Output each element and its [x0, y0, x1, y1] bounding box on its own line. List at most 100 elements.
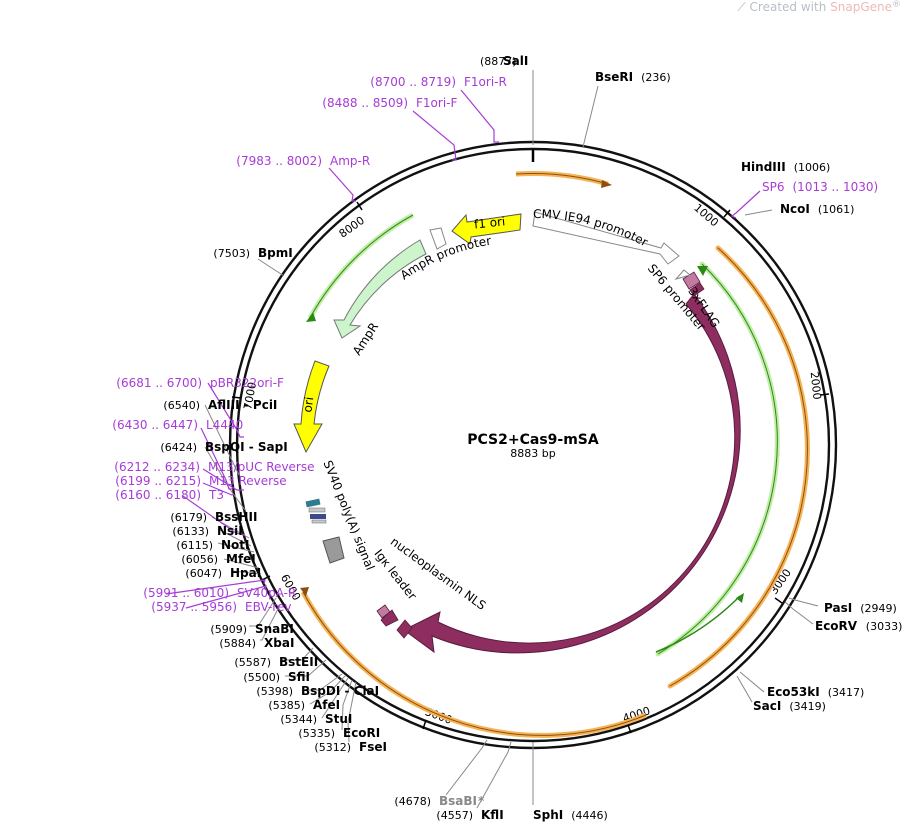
restriction-site[interactable]: (6115)NotI: [176, 538, 249, 552]
site-position: (5398): [256, 685, 293, 698]
site-name: BpmI: [258, 246, 293, 260]
restriction-site[interactable]: (6047)HpaI: [185, 566, 261, 580]
primer-name: Amp-R: [330, 154, 370, 168]
primer-label[interactable]: (5937 .. 5956)EBV-rev: [151, 600, 291, 614]
primer-range: (5991 .. 6010): [143, 586, 229, 600]
restriction-site[interactable]: (5398)BspDI - ClaI: [256, 684, 379, 698]
primer-label[interactable]: SP6(1013 .. 1030): [762, 180, 878, 194]
site-name: PasI: [824, 601, 852, 615]
orf-arcs: [300, 170, 810, 738]
feature-f1-ori[interactable]: f1 ori: [451, 213, 522, 245]
primer-label[interactable]: (6160 .. 6180)T3: [115, 488, 224, 502]
feature-cmv-promoter[interactable]: [532, 211, 680, 265]
restriction-site[interactable]: SphI(4446): [533, 808, 608, 822]
site-position: (6115): [176, 539, 213, 552]
site-position: (7503): [213, 247, 250, 260]
feature-3xflag[interactable]: [682, 271, 705, 297]
site-position: (5909): [210, 623, 247, 636]
watermark-prefix: Created with: [749, 0, 831, 14]
site-name: SalI: [503, 54, 528, 68]
primer-label[interactable]: (5991 .. 6010) SV40pA-R: [143, 586, 296, 600]
restriction-site[interactable]: Eco53kI(3417): [767, 685, 864, 699]
restriction-site[interactable]: NcoI(1061): [780, 202, 854, 216]
feature-nucleoplasmin-nls[interactable]: [396, 619, 413, 639]
restriction-site[interactable]: (5587)BstEII: [234, 655, 318, 669]
site-position: (3033): [866, 620, 903, 633]
site-position: (6179): [170, 511, 207, 524]
restriction-site[interactable]: (5344)StuI: [280, 712, 352, 726]
feature-ampr[interactable]: [333, 239, 427, 339]
primer-label[interactable]: (8488 .. 8509)F1ori-F: [322, 96, 457, 110]
feature-cas9[interactable]: Cas9: [403, 293, 741, 654]
site-name: FseI: [359, 740, 387, 754]
primer-range: (6681 .. 6700): [116, 376, 202, 390]
site-position: (6133): [172, 525, 209, 538]
plasmid-length: 8883 bp: [510, 447, 555, 460]
restriction-site[interactable]: (5884) XbaI: [219, 636, 294, 650]
restriction-site[interactable]: HindIII(1006): [741, 160, 830, 174]
site-name: BssHII: [215, 510, 257, 524]
primer-label[interactable]: (8700 .. 8719) F1ori-R: [370, 75, 507, 89]
site-position: (5335): [298, 727, 335, 740]
feature-igk-leader[interactable]: [376, 604, 399, 627]
site-position: (4678): [394, 795, 431, 808]
site-name: NsiI: [217, 524, 243, 538]
restriction-site[interactable]: (5335)EcoRI: [298, 726, 380, 740]
feature-sp6-promoter-arrow[interactable]: [674, 269, 692, 280]
restriction-site[interactable]: EcoRV (3033): [815, 619, 902, 633]
site-name: EcoRV: [815, 619, 858, 633]
restriction-site[interactable]: PasI(2949): [824, 601, 897, 615]
restriction-site[interactable]: (8877)SalI: [480, 54, 528, 68]
site-position: (6424): [160, 441, 197, 454]
restriction-site[interactable]: (5500)SfiI: [243, 670, 310, 684]
site-position: (5344): [280, 713, 317, 726]
site-name: SfiI: [288, 670, 310, 684]
primer-label[interactable]: (6681 .. 6700) pBR322ori-F: [116, 376, 284, 390]
site-name: BspQI - SapI: [205, 440, 288, 454]
primer-label[interactable]: (7983 .. 8002) Amp-R: [236, 154, 370, 168]
watermark-brand: SnapGene: [830, 0, 892, 14]
restriction-site[interactable]: (6056) MfeI: [181, 552, 255, 566]
primer-name: SV40pA-R: [237, 586, 296, 600]
restriction-site[interactable]: (5385)AfeI: [268, 698, 340, 712]
site-position: (5884): [219, 637, 256, 650]
restriction-site[interactable]: (6179) BssHII: [170, 510, 257, 524]
primer-range: (6212 .. 6234): [114, 460, 200, 474]
watermark-mark: ®: [892, 0, 901, 10]
primer-name: F1ori-R: [464, 75, 507, 89]
primer-label[interactable]: (6430 .. 6447)L4440: [112, 418, 243, 432]
restriction-site[interactable]: (4557)KflI: [436, 808, 503, 822]
feature-ampr-promoter[interactable]: [429, 227, 447, 250]
restriction-site[interactable]: SacI(3419): [753, 699, 826, 713]
primer-range: (6430 .. 6447): [112, 418, 198, 432]
site-position: (5385): [268, 699, 305, 712]
restriction-site[interactable]: (5909)SnaBI: [210, 622, 293, 636]
site-name: XbaI: [264, 636, 294, 650]
snapgene-watermark: ⟋ Created with SnapGene®: [737, 0, 901, 15]
primer-name: T3: [208, 488, 224, 502]
restriction-site[interactable]: BseRI(236): [595, 70, 671, 84]
restriction-site[interactable]: (7503) BpmI: [213, 246, 292, 260]
restriction-site[interactable]: (6133) NsiI: [172, 524, 242, 538]
primer-label[interactable]: (6199 .. 6215)M13 Reverse: [115, 474, 286, 488]
primer-range: (6199 .. 6215): [115, 474, 201, 488]
feature-ori[interactable]: ori: [293, 360, 330, 454]
primer-label[interactable]: (6212 .. 6234) M13/pUC Reverse: [114, 460, 314, 474]
primer-name: pBR322ori-F: [210, 376, 284, 390]
feature-label-ori: ori: [300, 396, 316, 413]
restriction-site[interactable]: (6424) BspQI - SapI: [160, 440, 287, 454]
site-position: (3417): [828, 686, 865, 699]
site-position: (6056): [181, 553, 218, 566]
primer-range: (8700 .. 8719): [370, 75, 456, 89]
site-position: (6540): [163, 399, 200, 412]
orf-arc-green-short: [655, 595, 741, 653]
restriction-site[interactable]: (4678)BsaBI*: [394, 794, 485, 808]
site-name: BsaBI: [439, 794, 477, 808]
feature-sv40-polya[interactable]: [305, 498, 345, 564]
restriction-site[interactable]: (6540)AflIII - PciI: [163, 398, 277, 412]
primer-range: (1013 .. 1030): [793, 180, 879, 194]
primer-range: (7983 .. 8002): [236, 154, 322, 168]
restriction-site[interactable]: (5312)FseI: [314, 740, 387, 754]
site-name: MfeI: [226, 552, 256, 566]
primer-name: M13/pUC Reverse: [208, 460, 315, 474]
